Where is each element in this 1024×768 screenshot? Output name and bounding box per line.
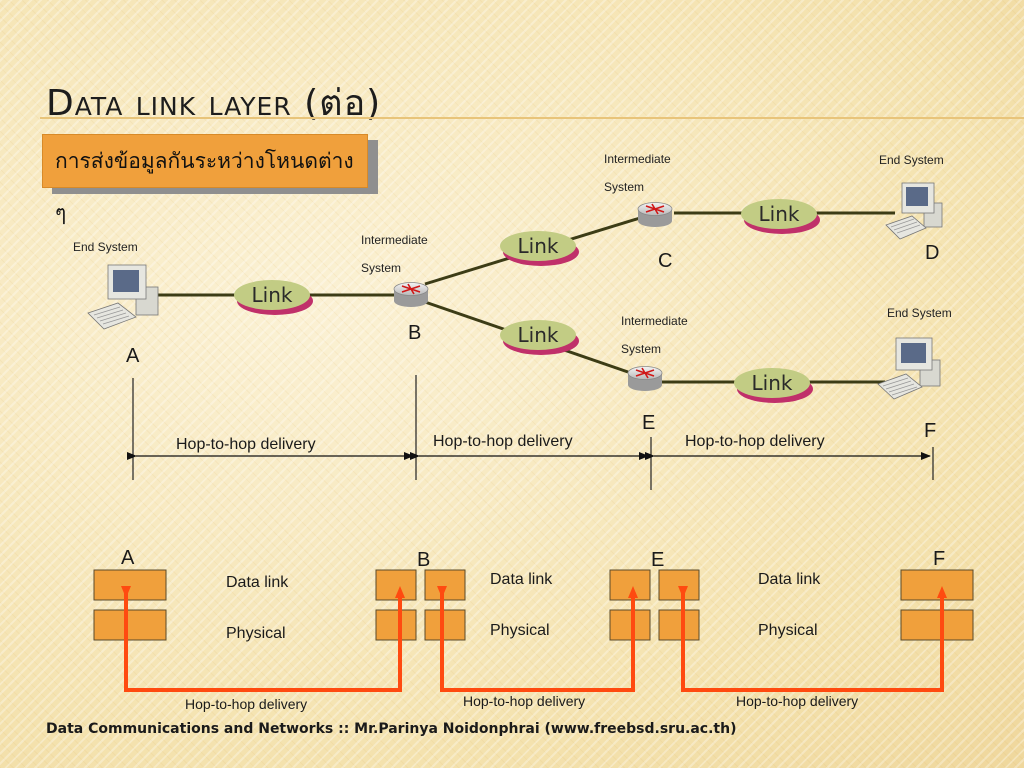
layer-box-b1-datalink <box>375 569 417 601</box>
link-label-ab: Link <box>252 283 293 307</box>
system-label-f: End System <box>887 306 952 320</box>
node-label-e: E <box>642 412 656 434</box>
layer-physical-label-1: Physical <box>226 625 286 642</box>
node-label-d: D <box>925 242 940 264</box>
system-label-c-line2: System <box>604 180 645 194</box>
link-bubble-cd <box>741 199 820 234</box>
router-icon-e <box>627 366 663 391</box>
node-label-c: C <box>658 250 673 272</box>
link-bubble-ab <box>234 280 313 315</box>
title-underline <box>40 117 1024 119</box>
layer-datalink-label-2: Data link <box>490 571 553 588</box>
stack-label-e: E <box>651 549 665 571</box>
layer-box-e2-datalink <box>658 569 700 601</box>
stack-label-b: B <box>417 549 431 571</box>
red-path-ef <box>678 586 947 692</box>
node-label-f: F <box>924 420 937 442</box>
link-bubble-be <box>500 320 579 355</box>
layer-box-a-datalink <box>93 569 167 601</box>
footer-credit: Data Communications and Networks :: Mr.P… <box>46 721 737 737</box>
layer-datalink-label-3: Data link <box>758 571 821 588</box>
system-label-e-line1: Intermediate <box>621 314 688 328</box>
node-label-b: B <box>408 322 422 344</box>
system-label-b-line1: Intermediate <box>361 233 428 247</box>
hop-label-bottom-ef: Hop-to-hop delivery <box>736 693 859 709</box>
layer-box-f-datalink <box>900 569 974 601</box>
router-icon-c <box>637 202 673 227</box>
link-bubble-bc <box>500 231 579 266</box>
layer-box-b1-physical <box>375 609 417 641</box>
layer-datalink-label-1: Data link <box>226 574 289 591</box>
system-label-c-line1: Intermediate <box>604 152 671 166</box>
layer-box-b2-datalink <box>424 569 466 601</box>
layer-box-e1-physical <box>609 609 651 641</box>
router-icon-b <box>393 282 429 307</box>
computer-icon-a <box>87 264 159 330</box>
hop-label-bottom-be: Hop-to-hop delivery <box>463 693 586 709</box>
computer-icon-d <box>885 182 943 240</box>
link-label-be: Link <box>518 323 559 347</box>
system-label-d: End System <box>879 153 944 167</box>
system-label-e-line2: System <box>621 342 662 356</box>
layer-box-e2-physical <box>658 609 700 641</box>
stack-label-a: A <box>121 547 135 569</box>
link-label-ef: Link <box>752 371 793 395</box>
stack-label-f: F <box>933 548 946 570</box>
system-label-a: End System <box>73 240 138 254</box>
layer-physical-label-2: Physical <box>490 622 550 639</box>
layer-physical-label-3: Physical <box>758 622 818 639</box>
layer-box-e1-datalink <box>609 569 651 601</box>
computer-icon-f <box>877 337 941 400</box>
red-path-be <box>437 586 638 692</box>
hop-label-be: Hop-to-hop delivery <box>433 433 573 450</box>
layer-box-b2-physical <box>424 609 466 641</box>
hop-label-bottom-ab: Hop-to-hop delivery <box>185 696 308 712</box>
system-label-b-line2: System <box>361 261 402 275</box>
layer-box-f-physical <box>900 609 974 641</box>
layer-box-a-physical <box>93 609 167 641</box>
subtitle-box: การส่งข้อมูลกันระหว่างโหนดต่าง ๆ <box>42 134 368 225</box>
link-label-bc: Link <box>518 234 559 258</box>
link-label-cd: Link <box>759 202 800 226</box>
node-label-a: A <box>126 345 140 367</box>
red-path-ab <box>121 586 405 692</box>
hop-label-ef: Hop-to-hop delivery <box>685 433 825 450</box>
hop-label-ab: Hop-to-hop delivery <box>176 436 316 453</box>
link-bubble-ef <box>734 368 813 403</box>
